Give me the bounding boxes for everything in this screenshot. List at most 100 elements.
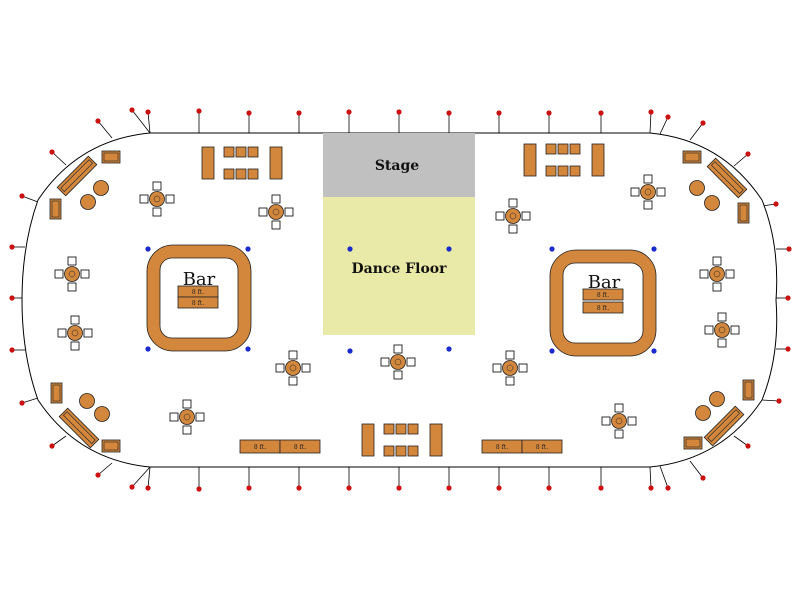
- armchair-seat: [51, 200, 60, 218]
- lounge-table: [395, 445, 407, 457]
- pole: [9, 295, 15, 301]
- pole: [129, 107, 135, 113]
- pole: [598, 110, 604, 116]
- chair: [717, 338, 727, 348]
- lounge-table: [407, 445, 419, 457]
- chair: [614, 429, 624, 439]
- pole: [665, 114, 671, 120]
- chair: [518, 363, 528, 373]
- bar-left: Bar 8 ft. 8 ft.: [146, 244, 252, 352]
- pole: [496, 485, 502, 491]
- stage-label: Stage: [375, 158, 419, 174]
- chair: [288, 376, 298, 386]
- stage-light: [549, 246, 555, 252]
- lounge-table: [247, 146, 259, 158]
- pole-tether: [131, 109, 151, 134]
- round-table: [689, 180, 705, 196]
- sofa: [703, 405, 745, 447]
- chair: [284, 207, 294, 217]
- banquet-table-label: 8 ft.: [294, 444, 306, 451]
- chair: [492, 363, 502, 373]
- cocktail-table: [64, 266, 80, 282]
- corner-lounge: [703, 405, 745, 447]
- lights-layer: [145, 246, 657, 354]
- pole: [246, 110, 252, 116]
- pole-tether: [733, 153, 749, 167]
- pole: [196, 486, 202, 492]
- pole: [246, 485, 252, 491]
- banquet-table-label: 8 ft.: [496, 444, 508, 451]
- chair: [70, 315, 80, 325]
- chair: [712, 282, 722, 292]
- pole: [785, 295, 791, 301]
- bar-right-table-2-label: 8 ft.: [597, 305, 609, 312]
- pole: [446, 485, 452, 491]
- armchair-seat: [739, 204, 748, 222]
- stage-light: [347, 348, 353, 354]
- cocktail-table-center: [394, 358, 402, 366]
- pole: [95, 472, 101, 478]
- pole-tether: [649, 111, 652, 134]
- pole: [773, 201, 779, 207]
- cocktail-table-center: [506, 364, 514, 372]
- armchair: [49, 198, 62, 220]
- chair: [712, 256, 722, 266]
- armchair-seat: [103, 152, 119, 162]
- round-table: [709, 391, 725, 407]
- cocktail-table: [640, 184, 656, 200]
- sofa: [58, 407, 100, 449]
- corner-lounge: [706, 157, 748, 199]
- bench: [429, 423, 443, 457]
- chair: [57, 328, 67, 338]
- cocktail-table: [709, 266, 725, 282]
- dance-floor-label: Dance Floor: [351, 261, 447, 277]
- pole: [446, 110, 452, 116]
- lounge-table: [569, 165, 581, 177]
- pole: [9, 244, 15, 250]
- cocktail-table-center: [615, 417, 623, 425]
- pole: [776, 398, 782, 404]
- chair: [614, 403, 624, 413]
- cocktail-table-center: [509, 212, 517, 220]
- lounge-table: [223, 146, 235, 158]
- chair: [656, 187, 666, 197]
- sofa-cushion: [707, 409, 740, 442]
- pole: [346, 109, 352, 115]
- chair: [406, 357, 416, 367]
- chair: [275, 363, 285, 373]
- stage: [323, 133, 475, 197]
- stage-light: [549, 348, 555, 354]
- cocktail-table: [502, 360, 518, 376]
- lounge-table: [545, 165, 557, 177]
- cocktail-table: [611, 413, 627, 429]
- chair: [505, 376, 515, 386]
- chair: [258, 207, 268, 217]
- chair: [54, 269, 64, 279]
- cocktail-table-center: [718, 326, 726, 334]
- chair: [380, 357, 390, 367]
- lounge-table: [395, 423, 407, 435]
- cocktail-table: [149, 191, 165, 207]
- cocktail-table-center: [644, 188, 652, 196]
- pole: [196, 108, 202, 114]
- armchair-seat: [685, 438, 701, 448]
- armchair: [683, 436, 703, 450]
- cocktail-table: [268, 204, 284, 220]
- stage-light: [145, 246, 151, 252]
- chair: [182, 425, 192, 435]
- pole: [745, 151, 751, 157]
- chair: [627, 416, 637, 426]
- banquet-table-label: 8 ft.: [254, 444, 266, 451]
- bar-left-label: Bar: [183, 269, 216, 290]
- chair: [152, 181, 162, 191]
- pole: [49, 443, 55, 449]
- stage-light: [651, 246, 657, 252]
- banquet-table: [521, 439, 563, 454]
- chair: [83, 328, 93, 338]
- pole: [546, 110, 552, 116]
- corner-lounge: [58, 407, 100, 449]
- round-table: [704, 195, 720, 211]
- pole: [785, 346, 791, 352]
- pole: [129, 484, 135, 490]
- cocktail-table: [505, 208, 521, 224]
